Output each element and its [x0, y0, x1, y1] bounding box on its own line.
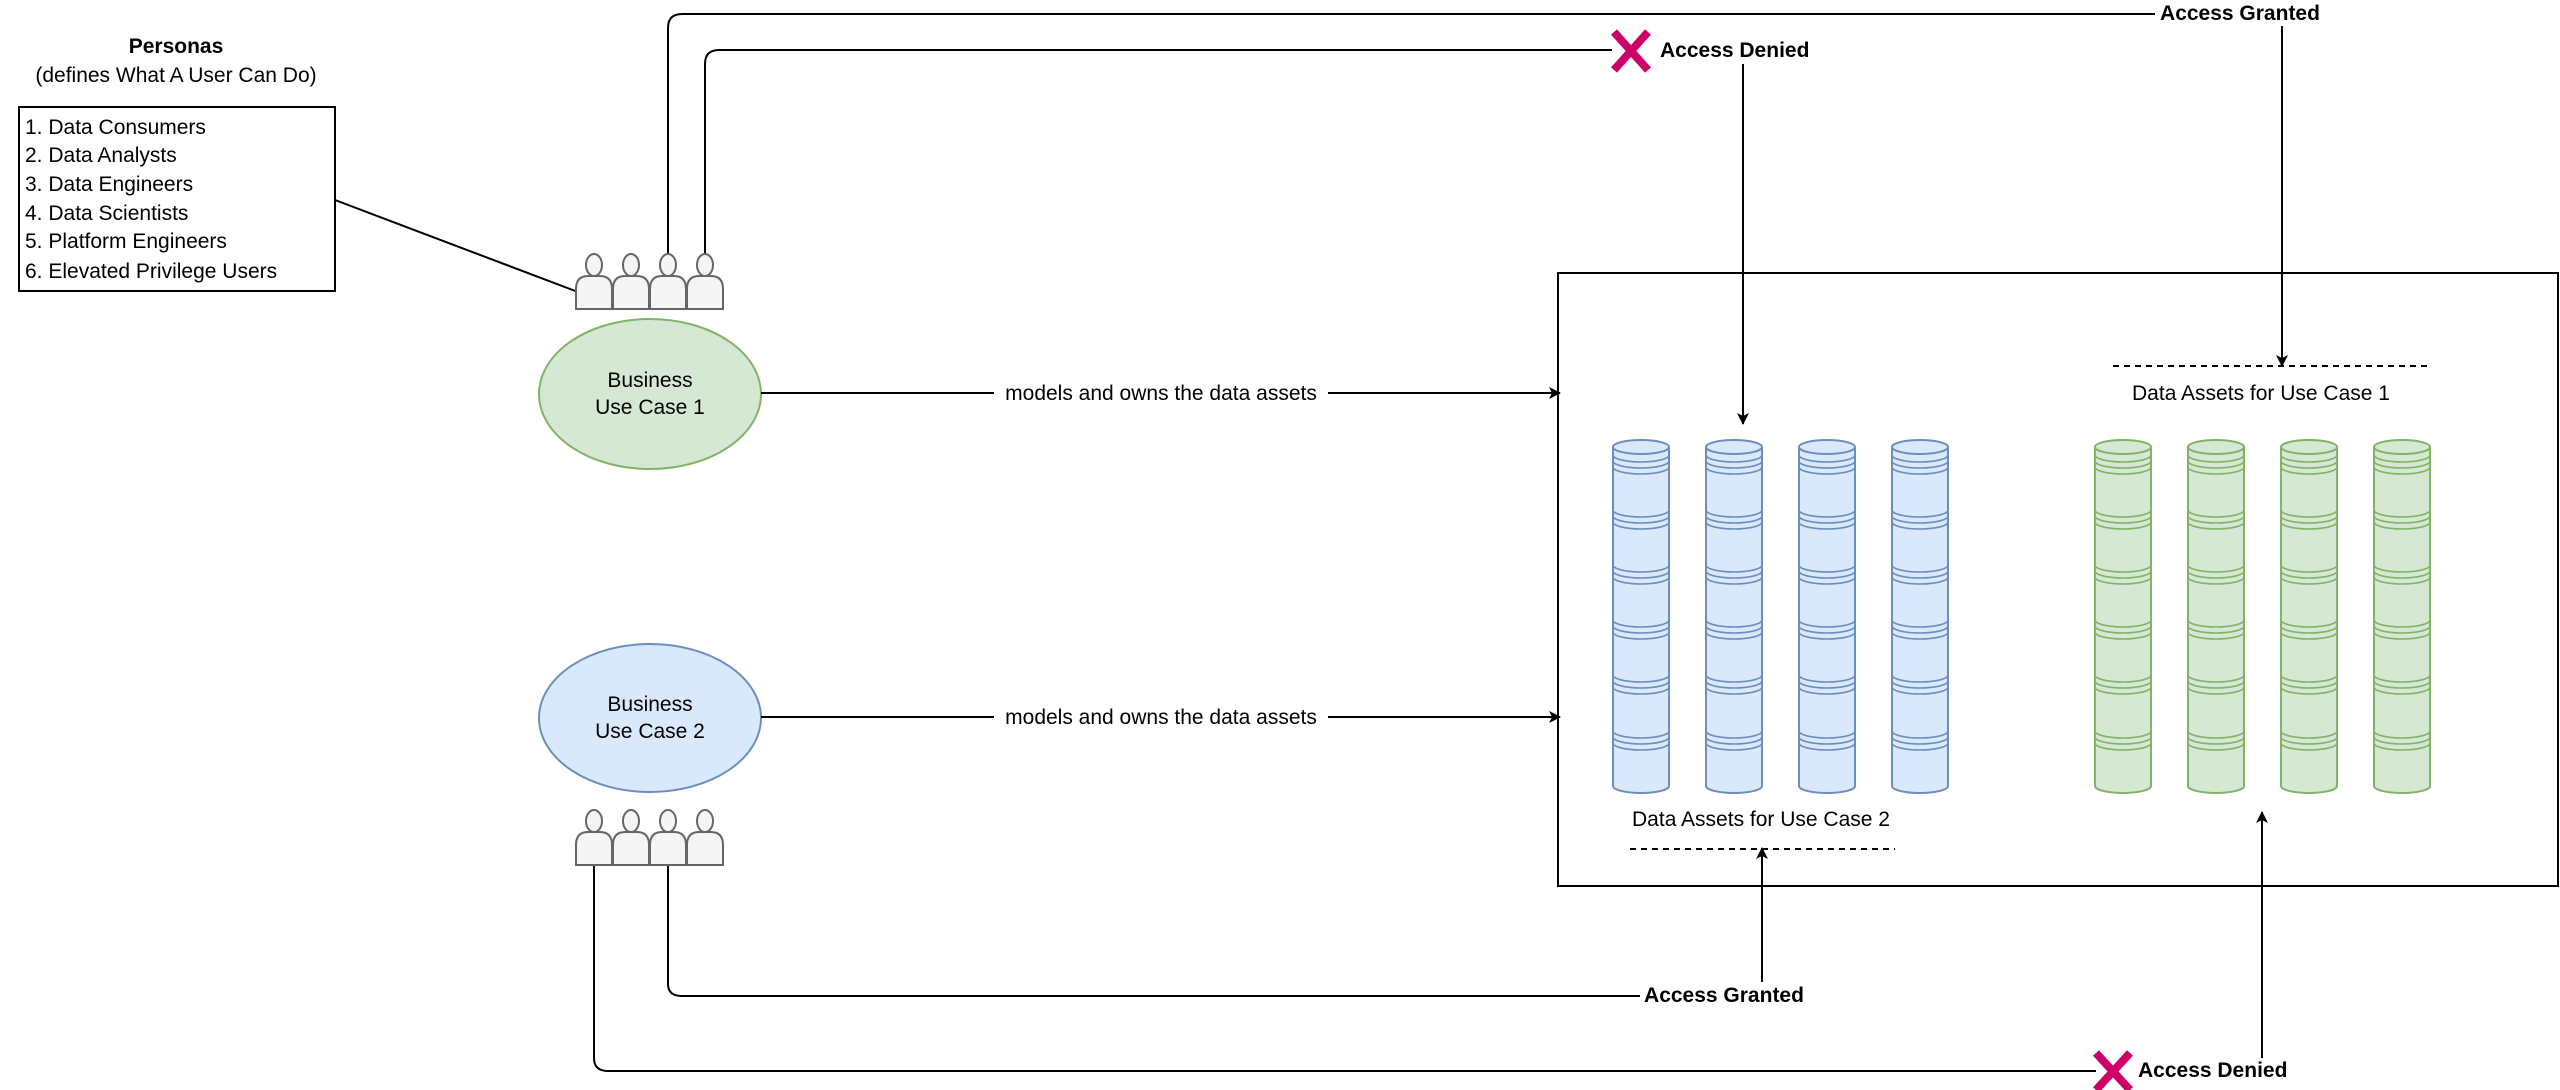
database-stack-icon	[2373, 439, 2431, 794]
database-stack-icon	[1612, 439, 1670, 794]
uc2-assets-label: Data Assets for Use Case 2	[1632, 808, 1890, 831]
business-use-case-2	[538, 643, 762, 793]
uc2-database-stacks	[1612, 439, 1949, 794]
label-models-owns-2: models and owns the data assets	[1005, 706, 1317, 729]
use-case-1-line2: Use Case 1	[595, 396, 705, 419]
database-stack-icon	[1798, 439, 1856, 794]
personas-connector	[334, 199, 579, 293]
user-group-icon	[575, 809, 724, 866]
user-group-icon	[575, 253, 724, 310]
use-case-2-line1: Business	[607, 693, 692, 716]
person-icon	[612, 253, 650, 310]
persona-item: 2. Data Analysts	[25, 144, 177, 167]
database-stack-icon	[1705, 439, 1763, 794]
business-use-case-1	[538, 318, 762, 470]
persona-item: 4. Data Scientists	[25, 202, 188, 225]
label-models-owns-1: models and owns the data assets	[1005, 382, 1317, 405]
person-icon	[686, 809, 724, 866]
edge-uc2-users-to-denied	[593, 866, 2096, 1072]
label-access-granted-bottom: Access Granted	[1644, 984, 1804, 1007]
persona-item: 5. Platform Engineers	[25, 230, 227, 253]
person-icon	[575, 253, 613, 310]
label-access-denied-top: Access Denied	[1660, 39, 1809, 62]
personas-subtitle: (defines What A User Can Do)	[35, 64, 316, 87]
person-icon	[649, 809, 687, 866]
uc1-database-stacks	[2094, 439, 2431, 794]
edge-uc1-users-to-granted	[667, 13, 2155, 256]
persona-item: 1. Data Consumers	[25, 116, 206, 139]
personas-list-box	[18, 106, 336, 292]
edge-uc2-users-to-granted	[667, 866, 1640, 997]
label-access-granted-top: Access Granted	[2160, 2, 2320, 25]
use-case-1-line1: Business	[607, 369, 692, 392]
data-platform-container	[1557, 272, 2559, 887]
use-case-2-line2: Use Case 2	[595, 720, 705, 743]
edge-uc1-users-to-denied	[704, 49, 1612, 256]
persona-item: 3. Data Engineers	[25, 173, 193, 196]
x-mark-icon	[2093, 1050, 2133, 1090]
database-stack-icon	[2187, 439, 2245, 794]
person-icon	[612, 809, 650, 866]
database-stack-icon	[2280, 439, 2338, 794]
x-mark-icon	[1611, 29, 1651, 73]
person-icon	[649, 253, 687, 310]
person-icon	[686, 253, 724, 310]
personas-title: Personas	[129, 35, 224, 58]
label-access-denied-bottom: Access Denied	[2138, 1059, 2287, 1082]
persona-item: 6. Elevated Privilege Users	[25, 260, 277, 283]
database-stack-icon	[2094, 439, 2152, 794]
uc1-assets-label: Data Assets for Use Case 1	[2132, 382, 2390, 405]
database-stack-icon	[1891, 439, 1949, 794]
person-icon	[575, 809, 613, 866]
